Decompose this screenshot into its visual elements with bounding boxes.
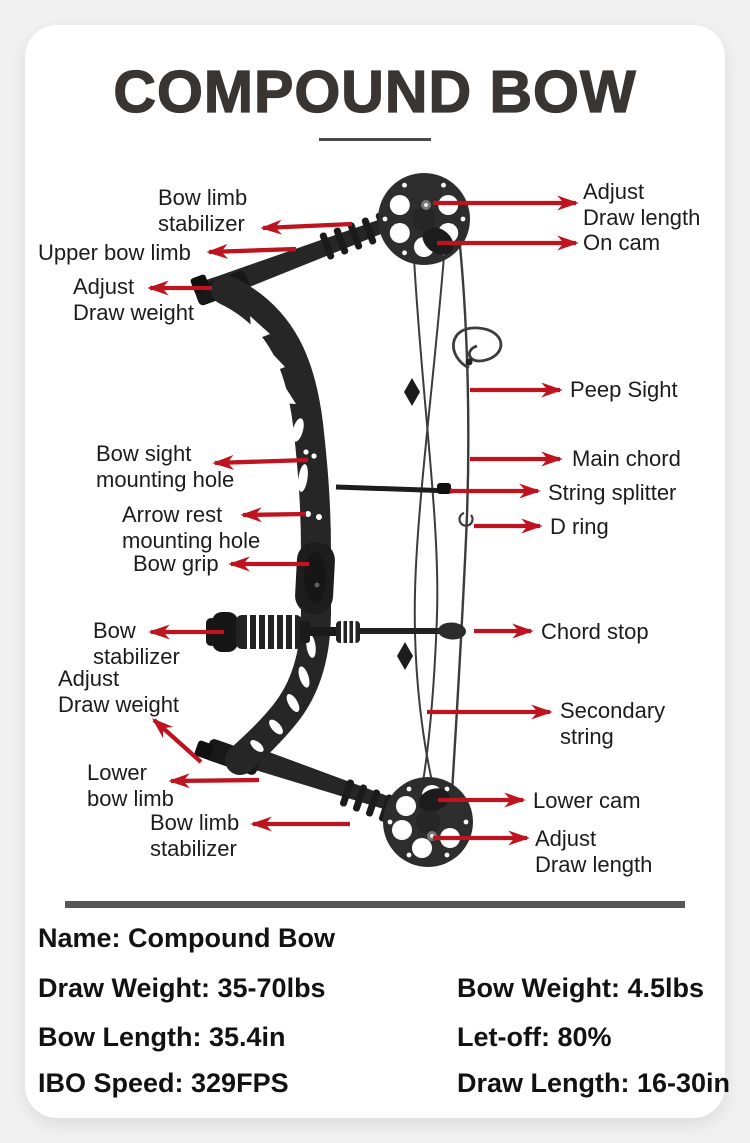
bow-sight-hole bbox=[303, 449, 309, 455]
bow-strings bbox=[413, 245, 503, 793]
arrow-bow-sight-mounting-hole bbox=[212, 454, 309, 470]
arrow-lower-bow-limb bbox=[168, 773, 260, 789]
label-bow-limb-stabilizer-upper: Bow limb stabilizer bbox=[158, 185, 248, 236]
riser bbox=[211, 275, 453, 775]
label-adjust-draw-length-lower: Adjust Draw length bbox=[535, 826, 653, 877]
string-splitter-rod bbox=[335, 484, 453, 494]
arrow-upper-bow-limb bbox=[206, 243, 297, 259]
spec-bow-weight: Bow Weight: 4.5lbs bbox=[457, 973, 705, 1003]
label-lower-cam: Lower cam bbox=[533, 788, 641, 813]
label-bow-stabilizer: Bow stabilizer bbox=[93, 618, 180, 669]
cable-slide bbox=[437, 483, 451, 494]
label-upper-bow-limb: Upper bow limb bbox=[38, 240, 191, 265]
spec-name: Name: Compound Bow bbox=[38, 923, 335, 953]
label-adjust-draw-weight-lower: Adjust Draw weight bbox=[58, 666, 180, 717]
spec-draw-weight: Draw Weight: 35-70lbs bbox=[38, 973, 326, 1003]
label-peep-sight: Peep Sight bbox=[570, 377, 678, 402]
cam-module-lower bbox=[418, 788, 450, 812]
label-bow-sight-mounting-hole: Bow sight mounting hole bbox=[96, 441, 235, 492]
arrow-rest-hole bbox=[305, 511, 311, 517]
label-secondary-string: Secondary string bbox=[560, 698, 666, 749]
label-adjust-draw-length-upper: Adjust Draw length bbox=[583, 179, 701, 230]
label-adjust-draw-weight-upper: Adjust Draw weight bbox=[73, 274, 195, 325]
spec-draw-length: Draw Length: 16-30in bbox=[457, 1068, 731, 1098]
label-arrow-rest-mounting-hole: Arrow rest mounting hole bbox=[122, 502, 261, 553]
spec-bow-length: Bow Length: 35.4in bbox=[38, 1022, 286, 1052]
page-title: COMPOUND BOW bbox=[113, 58, 637, 125]
arrow-arrow-rest-mounting-hole bbox=[240, 507, 307, 523]
spec-ibo-speed: IBO Speed: 329FPS bbox=[38, 1068, 289, 1098]
specs-divider bbox=[65, 901, 685, 908]
upper-cam bbox=[378, 173, 470, 265]
arrow-adjust-draw-weight-lower bbox=[151, 718, 203, 764]
bow-grip-shape bbox=[295, 541, 335, 615]
label-lower-bow-limb: Lower bow limb bbox=[87, 760, 174, 811]
string-silencer-upper bbox=[404, 378, 420, 406]
product-card bbox=[25, 25, 725, 1118]
arrow-bow-limb-stabilizer-upper bbox=[260, 219, 353, 235]
label-chord-stop: Chord stop bbox=[541, 619, 649, 644]
peep-sight-cord bbox=[452, 326, 503, 370]
spec-let-off: Let-off: 80% bbox=[457, 1022, 612, 1052]
label-bow-grip: Bow grip bbox=[133, 551, 219, 576]
bow-stabilizer-shape bbox=[206, 611, 338, 653]
peep-sight-bead bbox=[465, 358, 473, 366]
lower-cam-shape bbox=[383, 777, 473, 867]
string-silencer-lower bbox=[397, 642, 413, 670]
label-on-cam: On cam bbox=[583, 230, 661, 255]
label-string-splitter: String splitter bbox=[548, 480, 677, 505]
title-underline bbox=[319, 138, 431, 141]
label-main-chord: Main chord bbox=[572, 446, 681, 471]
d-ring-loop bbox=[458, 511, 474, 527]
label-d-ring: D ring bbox=[550, 514, 609, 539]
chord-stop-shape bbox=[336, 618, 466, 646]
label-bow-limb-stabilizer-lower: Bow limb stabilizer bbox=[150, 810, 240, 861]
